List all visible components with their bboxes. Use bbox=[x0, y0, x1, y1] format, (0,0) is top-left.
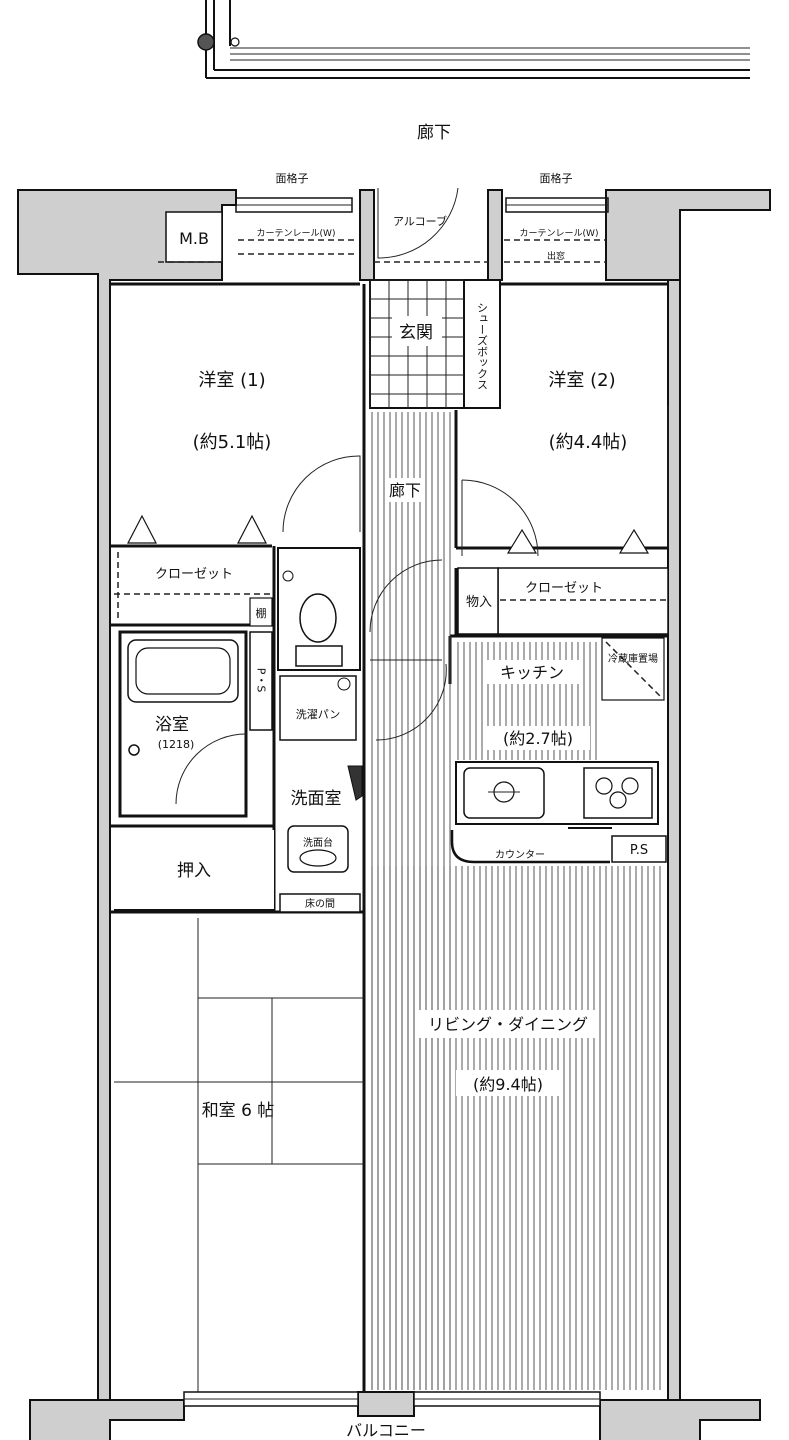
drain-icon bbox=[197, 33, 215, 51]
bay-window-label: 出窓 bbox=[547, 250, 565, 262]
closet-left bbox=[114, 552, 270, 592]
fridge-space bbox=[601, 637, 665, 701]
tokonoma-label: 床の間 bbox=[305, 897, 335, 910]
alcove-label: アルコーブ bbox=[393, 214, 447, 228]
western2-name: 洋室 (2) bbox=[548, 370, 615, 391]
living-door-arc bbox=[375, 663, 447, 741]
living-floor bbox=[371, 866, 661, 1390]
kitchen-size: (約2.7帖) bbox=[503, 729, 573, 748]
bath-size: (1218) bbox=[158, 738, 195, 751]
western1-name: 洋室 (1) bbox=[198, 370, 265, 391]
laundry-pan bbox=[279, 675, 357, 741]
toilet-room bbox=[277, 547, 361, 671]
counter-label: カウンター bbox=[495, 849, 545, 861]
western1-size: (約5.1帖) bbox=[193, 432, 272, 453]
balcony-label: バルコニー bbox=[346, 1421, 426, 1440]
mb-label: M.B bbox=[179, 229, 209, 248]
living-size: (約9.4帖) bbox=[473, 1075, 543, 1094]
western-room-1 bbox=[127, 455, 361, 544]
toilet-icon bbox=[299, 593, 337, 643]
shoe-box-label: シューズボックス bbox=[476, 302, 489, 390]
top-exterior-corridor bbox=[197, 0, 750, 79]
curtain-left-label: カーテンレール(W) bbox=[257, 228, 336, 239]
ps-right bbox=[611, 835, 667, 863]
ps-right-label: P.S bbox=[630, 843, 648, 858]
laundry-pan-label: 洗濯パン bbox=[296, 708, 341, 721]
valve-icon bbox=[230, 37, 240, 47]
storage bbox=[457, 567, 499, 635]
shelf bbox=[249, 597, 273, 627]
structure-walls bbox=[17, 189, 771, 1440]
lattice-right-label: 面格子 bbox=[540, 171, 573, 185]
tokonoma bbox=[279, 893, 361, 913]
hallway-door-arc bbox=[369, 559, 443, 633]
entrance-label: 玄関 bbox=[399, 323, 433, 343]
storage-label: 物入 bbox=[466, 595, 492, 610]
fridge-label: 冷蔵庫置場 bbox=[608, 652, 658, 665]
windows-top bbox=[235, 197, 609, 263]
meter-box bbox=[165, 211, 223, 263]
oshiire-label: 押入 bbox=[177, 861, 211, 881]
western2-size: (約4.4帖) bbox=[549, 432, 628, 453]
japanese-room bbox=[114, 918, 364, 1396]
alcove-entrance bbox=[369, 187, 501, 409]
vanity-label: 洗面台 bbox=[303, 836, 333, 849]
western-room-2 bbox=[461, 406, 669, 557]
kitchen-name: キッチン bbox=[500, 663, 564, 682]
lattice-left-label: 面格子 bbox=[276, 171, 309, 185]
corridor-top-label: 廊下 bbox=[417, 123, 451, 143]
balcony-windows bbox=[183, 1391, 601, 1407]
living-name: リビング・ダイニング bbox=[428, 1015, 588, 1034]
bathroom bbox=[118, 630, 248, 818]
hallway-label: 廊下 bbox=[389, 481, 421, 500]
curtain-right-label: カーテンレール(W) bbox=[520, 228, 599, 239]
closet-left-label: クローゼット bbox=[155, 567, 233, 582]
washroom-label: 洗面室 bbox=[291, 789, 342, 809]
shelf-label: 棚 bbox=[256, 606, 267, 620]
closet-right bbox=[497, 567, 669, 635]
closet-right-label: クローゼット bbox=[525, 581, 603, 596]
washitsu-label: 和室 6 帖 bbox=[202, 1101, 275, 1121]
stove-icon bbox=[583, 767, 653, 819]
oshiire bbox=[114, 830, 274, 910]
bath-name: 浴室 bbox=[155, 715, 189, 735]
ps-left-label: P・S bbox=[255, 668, 268, 693]
kitchen-counter bbox=[450, 761, 659, 864]
ps-left bbox=[249, 631, 273, 731]
